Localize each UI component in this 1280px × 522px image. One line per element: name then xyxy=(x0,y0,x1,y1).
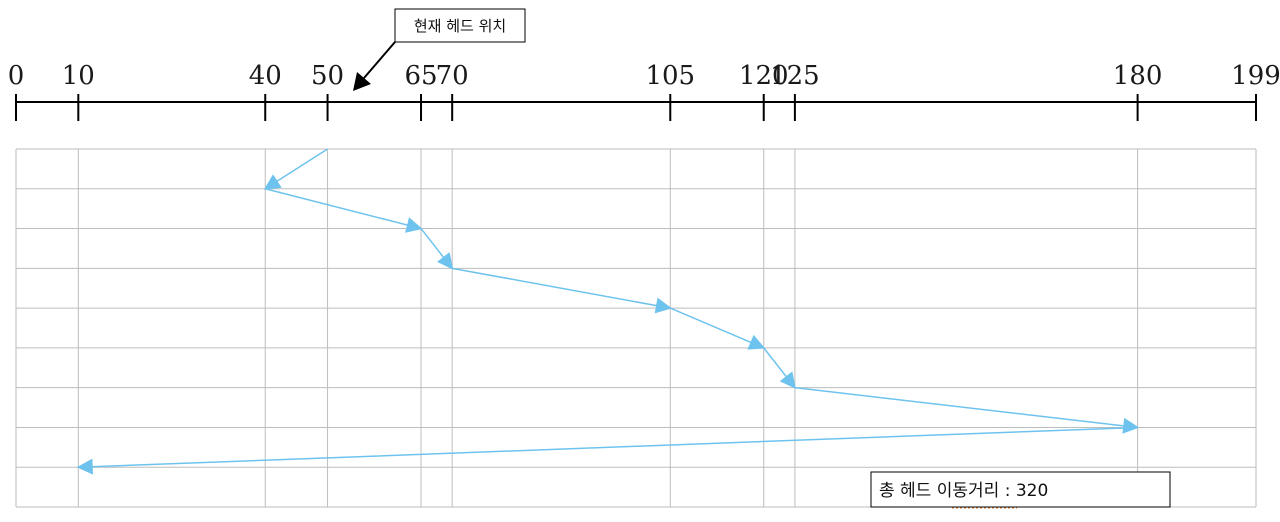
grid xyxy=(15,148,1257,508)
head-move-40-to-65 xyxy=(265,188,423,233)
tick-label-0: 0 xyxy=(8,61,25,91)
tick-label-10: 10 xyxy=(62,61,95,91)
head-move-125-to-180 xyxy=(794,386,1140,434)
tick-label-65: 65 xyxy=(404,61,437,91)
tick-label-180: 180 xyxy=(1113,61,1163,91)
callout-arrow xyxy=(363,41,396,79)
current-head-callout: 현재 헤드 위치 xyxy=(353,8,526,91)
tick-label-50: 50 xyxy=(311,61,344,91)
tick-label-125: 125 xyxy=(770,61,820,91)
total-movement-box: 총 헤드 이동거리 : 320 xyxy=(870,471,1171,509)
head-move-65-to-70 xyxy=(420,228,454,270)
tick-label-40: 40 xyxy=(249,61,282,91)
callout-text: 현재 헤드 위치 xyxy=(414,17,506,35)
head-move-70-to-105 xyxy=(452,267,672,314)
tick-label-105: 105 xyxy=(645,61,695,91)
tick-label-199: 199 xyxy=(1231,61,1280,91)
head-move-180-to-10 xyxy=(76,426,1138,475)
tick-label-120: 120 xyxy=(739,61,789,91)
head-move-50-to-40 xyxy=(263,148,328,190)
head-path xyxy=(76,148,1140,475)
total-box xyxy=(870,471,1171,508)
callout-arrowhead xyxy=(353,72,371,91)
total-label: 총 헤드 이동거리 : 320 xyxy=(879,481,1048,501)
head-move-105-to-120 xyxy=(669,307,766,350)
callout-box xyxy=(394,8,526,43)
head-move-120-to-125 xyxy=(763,347,796,389)
tick-label-70: 70 xyxy=(436,61,469,91)
